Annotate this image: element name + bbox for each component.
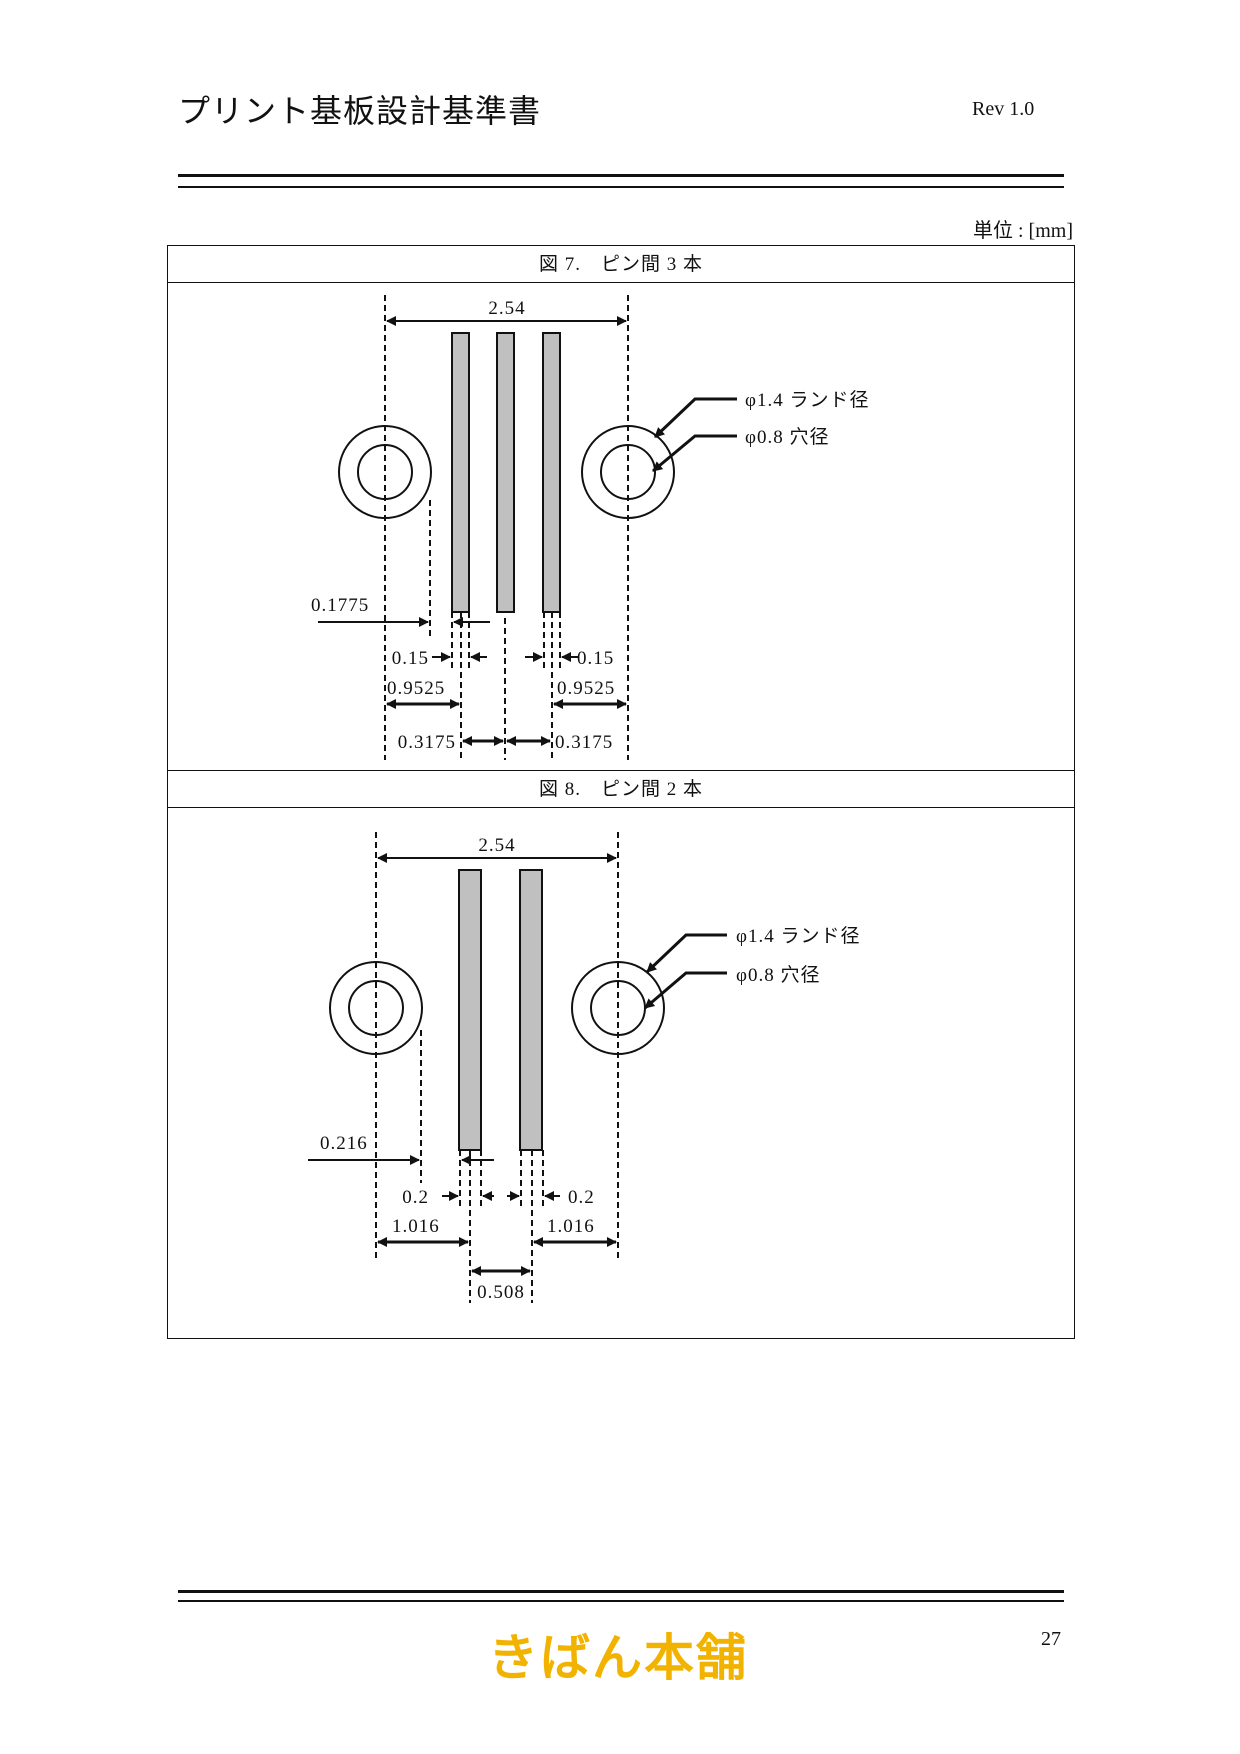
center-right-label: 0.3175 <box>555 732 613 753</box>
company-logo: きばん本舗 <box>488 1629 748 1687</box>
figure7-caption: 図 7. ピン間 3 本 <box>167 245 1075 283</box>
trace-width-left-label: 0.15 <box>392 648 429 669</box>
left-land <box>338 425 432 519</box>
header-rule <box>178 186 1064 188</box>
page-number: 27 <box>1041 1628 1061 1650</box>
trace <box>519 869 543 1151</box>
side-left-label: 1.016 <box>392 1216 440 1237</box>
figure7-diagram: 2.54 φ1.4 ランド径 φ0.8 穴径 0.1775 0.15 0.15 … <box>311 295 869 760</box>
land-leader <box>645 933 727 974</box>
left-land <box>329 961 423 1055</box>
trace <box>451 332 470 613</box>
dimension-guides <box>375 832 619 1303</box>
drill-hole <box>357 444 413 500</box>
revision-label: Rev 1.0 <box>972 98 1035 120</box>
pitch-label: 2.54 <box>488 298 525 319</box>
land-leader <box>653 397 737 439</box>
drill-hole <box>600 444 656 500</box>
trace <box>496 332 515 613</box>
trace-width-right-label: 0.15 <box>577 648 614 669</box>
side-right-label: 0.9525 <box>557 678 615 699</box>
hole-diameter-label: φ0.8 穴径 <box>745 426 829 448</box>
trace <box>458 869 482 1151</box>
side-right-label: 1.016 <box>547 1216 595 1237</box>
hole-leader <box>652 434 737 473</box>
pitch-label: 2.54 <box>478 835 515 856</box>
land-diameter-label: φ1.4 ランド径 <box>736 925 860 947</box>
hole-diameter-label: φ0.8 穴径 <box>736 964 820 986</box>
dimension-guides <box>384 295 629 760</box>
header-rule <box>178 174 1064 177</box>
trace-width-right-label: 0.2 <box>568 1187 595 1208</box>
footer-rule <box>178 1590 1064 1593</box>
trace <box>542 332 561 613</box>
center-left-label: 0.3175 <box>398 732 456 753</box>
trace-width-left-label: 0.2 <box>402 1187 429 1208</box>
drill-hole <box>348 980 404 1036</box>
unit-label: 単位 : [mm] <box>973 220 1073 242</box>
hole-leader <box>644 971 727 1010</box>
right-land <box>581 425 675 519</box>
land-ring <box>329 961 423 1055</box>
edge-gap-label: 0.1775 <box>311 595 369 616</box>
center-label: 0.508 <box>477 1282 525 1303</box>
figure8-caption: 図 8. ピン間 2 本 <box>167 770 1075 808</box>
land-ring <box>581 425 675 519</box>
document-title: プリント基板設計基準書 <box>178 93 542 129</box>
land-ring <box>338 425 432 519</box>
edge-gap-label: 0.216 <box>320 1133 368 1154</box>
side-left-label: 0.9525 <box>387 678 445 699</box>
land-ring <box>571 961 665 1055</box>
figure8-diagram: 2.54 φ1.4 ランド径 φ0.8 穴径 0.216 0.2 0.2 1.0… <box>308 832 860 1303</box>
footer-rule <box>178 1600 1064 1602</box>
land-diameter-label: φ1.4 ランド径 <box>745 389 869 411</box>
